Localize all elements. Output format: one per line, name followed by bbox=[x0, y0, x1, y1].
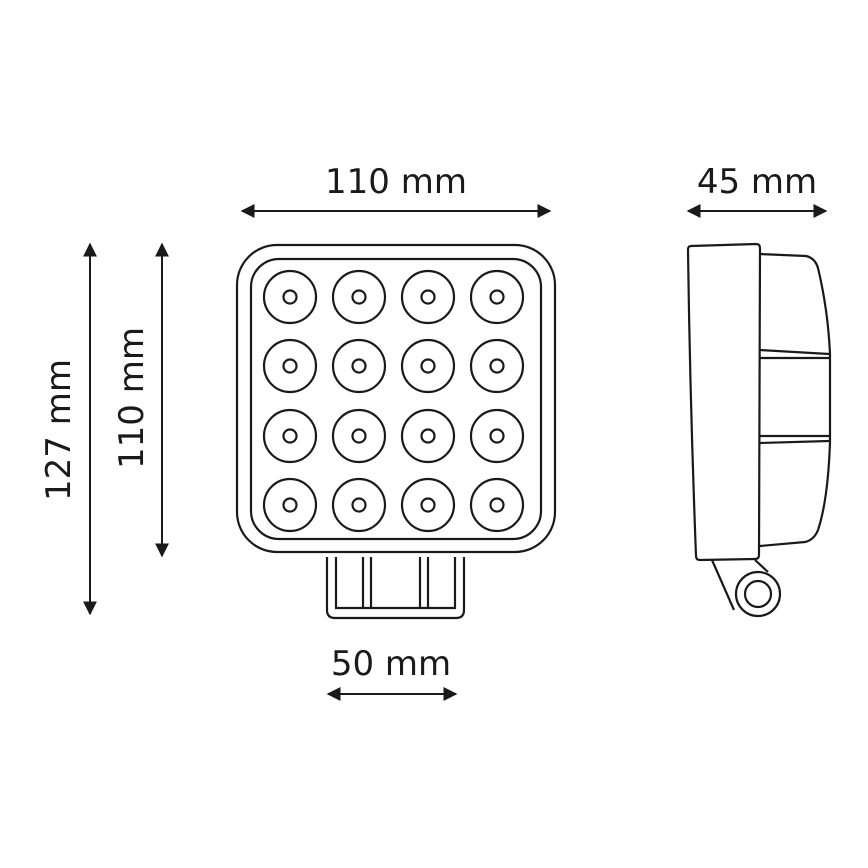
side-depth-dimension: 45 mm bbox=[686, 162, 828, 218]
led-grid bbox=[262, 269, 525, 533]
bracket-width-dimension: 50 mm bbox=[326, 644, 458, 701]
led bbox=[262, 269, 318, 325]
led bbox=[469, 477, 525, 533]
led bbox=[469, 338, 525, 394]
mount-pivot bbox=[734, 570, 782, 618]
led bbox=[400, 408, 456, 464]
led bbox=[331, 477, 387, 533]
bracket-width-label: 50 mm bbox=[331, 644, 451, 684]
side-view bbox=[686, 242, 832, 618]
led bbox=[331, 408, 387, 464]
body-height-dimension: 110 mm bbox=[112, 242, 169, 558]
led bbox=[400, 269, 456, 325]
led bbox=[400, 338, 456, 394]
housing-side bbox=[686, 242, 762, 562]
bracket-arm bbox=[710, 559, 736, 611]
mount-bracket bbox=[325, 557, 466, 620]
front-view bbox=[235, 243, 557, 620]
led bbox=[262, 408, 318, 464]
led bbox=[262, 338, 318, 394]
front-width-dimension: 110 mm bbox=[240, 162, 552, 218]
side-depth-label: 45 mm bbox=[697, 162, 817, 202]
led bbox=[331, 269, 387, 325]
led bbox=[400, 477, 456, 533]
outer-housing bbox=[235, 243, 557, 554]
inner-lens bbox=[249, 257, 543, 541]
led bbox=[469, 269, 525, 325]
front-width-label: 110 mm bbox=[325, 162, 467, 202]
led bbox=[262, 477, 318, 533]
body-height-label: 110 mm bbox=[112, 327, 152, 469]
total-height-label: 127 mm bbox=[39, 359, 79, 501]
led bbox=[469, 408, 525, 464]
total-height-dimension: 127 mm bbox=[39, 242, 97, 616]
led bbox=[331, 338, 387, 394]
